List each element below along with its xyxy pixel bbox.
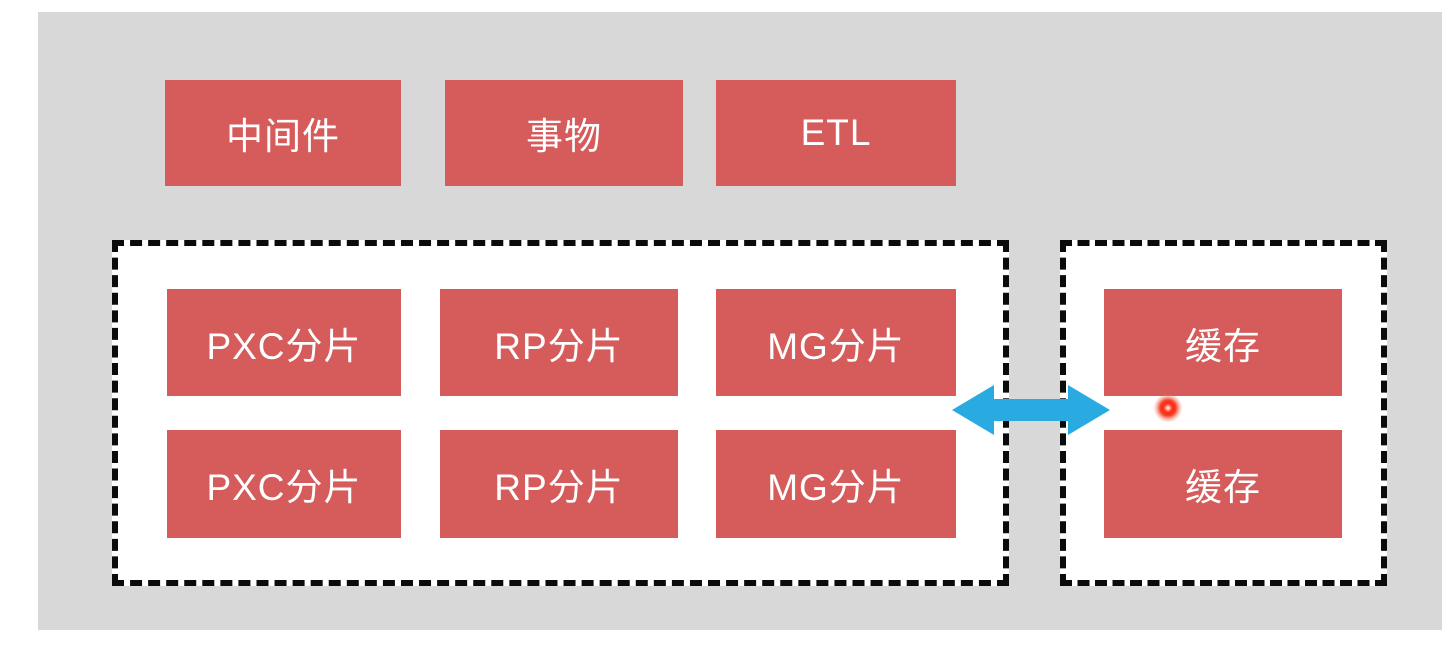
box-rp-shard-1-label: RP分片 xyxy=(494,325,624,367)
slide-background: 中间件 事物 ETL PXC分片 RP分片 MG分片 PXC分片 RP分片 MG… xyxy=(38,12,1442,630)
box-etl-label: ETL xyxy=(800,112,872,153)
box-mg-shard-1-label: MG分片 xyxy=(767,325,905,367)
box-mg-shard-2: MG分片 xyxy=(716,430,956,538)
box-cache-2-label: 缓存 xyxy=(1185,467,1261,508)
box-middleware: 中间件 xyxy=(165,80,401,186)
box-rp-shard-2: RP分片 xyxy=(440,430,678,538)
box-mg-shard-2-label: MG分片 xyxy=(767,467,905,508)
box-rp-shard-1: RP分片 xyxy=(440,289,678,396)
box-transaction-label: 事物 xyxy=(526,116,602,157)
double-arrow-icon xyxy=(952,382,1110,438)
box-mg-shard-1: MG分片 xyxy=(716,289,956,396)
box-pxc-shard-1-label: PXC分片 xyxy=(206,325,362,367)
box-cache-1-label: 缓存 xyxy=(1185,325,1261,367)
box-pxc-shard-1: PXC分片 xyxy=(167,289,401,396)
box-transaction: 事物 xyxy=(445,80,683,186)
box-pxc-shard-2: PXC分片 xyxy=(167,430,401,538)
box-etl: ETL xyxy=(716,80,956,186)
box-pxc-shard-2-label: PXC分片 xyxy=(206,467,362,508)
box-cache-2: 缓存 xyxy=(1104,430,1342,538)
box-cache-1: 缓存 xyxy=(1104,289,1342,396)
box-middleware-label: 中间件 xyxy=(226,116,340,157)
box-rp-shard-2-label: RP分片 xyxy=(494,467,624,508)
